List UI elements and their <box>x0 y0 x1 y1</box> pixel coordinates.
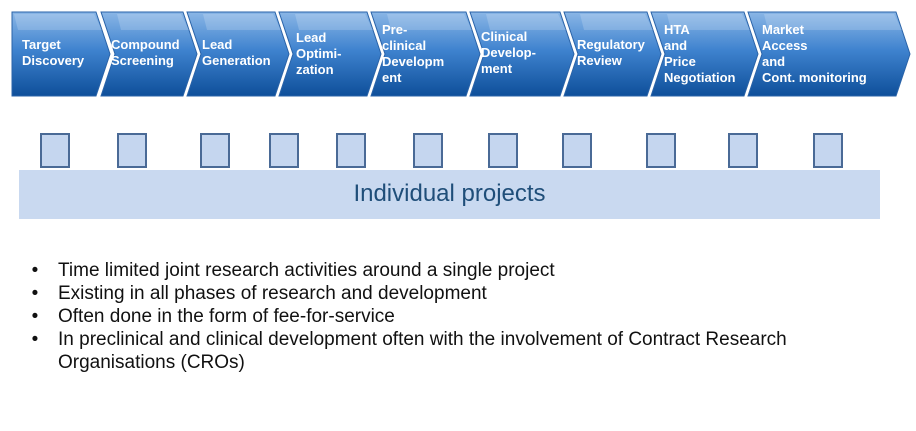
phase-label-line: Cont. monitoring <box>762 70 867 85</box>
phase-label-line: and <box>762 54 785 69</box>
phase-chevron-row: TargetDiscoveryCompoundScreeningLeadGene… <box>11 11 911 97</box>
phase-label-line: ment <box>481 61 513 76</box>
phase-label-line: Market <box>762 22 805 37</box>
project-square <box>646 133 676 168</box>
project-square <box>488 133 518 168</box>
chevron-highlight <box>667 14 750 30</box>
bullet-item: • Often done in the form of fee-for-servi… <box>28 305 888 328</box>
bullet-dot-icon: • <box>31 283 39 304</box>
project-square <box>336 133 366 168</box>
phase-label-line: Screening <box>111 53 174 68</box>
bullet-item: • In preclinical and clinical development… <box>28 328 888 374</box>
individual-projects-band: Individual projects <box>19 170 880 219</box>
chevron-highlight <box>764 14 902 30</box>
chevron-shape <box>747 11 911 97</box>
chevron-shape <box>278 11 382 97</box>
chevron-shape <box>11 11 111 97</box>
bullet-item: • Existing in all phases of research and … <box>28 282 888 305</box>
phase-label-line: and <box>664 38 687 53</box>
phase-label-line: Optimi- <box>296 46 342 61</box>
bullet-text: Time limited joint research activities a… <box>58 260 555 281</box>
bullet-text: In preclinical and clinical development … <box>58 329 787 373</box>
project-square <box>269 133 299 168</box>
bullet-dot-icon: • <box>31 306 39 327</box>
bullet-dot-icon: • <box>31 329 39 350</box>
phase-label-line: Clinical <box>481 29 527 44</box>
project-square <box>728 133 758 168</box>
phase-label-line: zation <box>296 62 334 77</box>
bullet-dot-icon: • <box>31 260 39 281</box>
band-title: Individual projects <box>353 180 546 207</box>
phase-label-line: HTA <box>664 22 690 37</box>
chevron-shape <box>650 11 759 97</box>
chevron-shape <box>186 11 290 97</box>
phase-label-line: Regulatory <box>577 37 646 52</box>
phase-label-line: Developm <box>382 54 444 69</box>
phase-label-line: Lead <box>202 37 232 52</box>
chevron-shape <box>100 11 198 97</box>
project-square <box>40 133 70 168</box>
project-square <box>117 133 147 168</box>
phase-label-line: Develop- <box>481 45 536 60</box>
project-square <box>562 133 592 168</box>
phase-label-line: Lead <box>296 30 326 45</box>
phase-label-line: clinical <box>382 38 426 53</box>
phase-label-line: Access <box>762 38 808 53</box>
phase-label-line: Target <box>22 37 61 52</box>
chevron-shape <box>469 11 575 97</box>
chevron-highlight <box>203 14 281 30</box>
chevron-highlight <box>580 14 653 30</box>
chevron-shape <box>370 11 481 97</box>
project-square <box>813 133 843 168</box>
chevron-highlight <box>14 14 102 30</box>
bullet-list: • Time limited joint research activities … <box>28 259 888 374</box>
chevron-highlight <box>117 14 189 30</box>
phase-label-line: Compound <box>111 37 180 52</box>
bullet-item: • Time limited joint research activities … <box>28 259 888 282</box>
chevron-shape <box>563 11 662 97</box>
phase-label-line: Discovery <box>22 53 85 68</box>
phase-label-line: ent <box>382 70 402 85</box>
phase-label-line: Pre- <box>382 22 407 37</box>
phase-label-line: Review <box>577 53 623 68</box>
phase-label-line: Generation <box>202 53 271 68</box>
project-square <box>200 133 230 168</box>
bullet-text: Existing in all phases of research and d… <box>58 283 487 304</box>
chevron-highlight <box>486 14 566 30</box>
phase-label-line: Price <box>664 54 696 69</box>
bullet-text: Often done in the form of fee-for-servic… <box>58 306 395 327</box>
chevron-highlight <box>295 14 373 30</box>
project-square <box>413 133 443 168</box>
phase-label-line: Negotiation <box>664 70 736 85</box>
chevron-highlight <box>387 14 472 30</box>
